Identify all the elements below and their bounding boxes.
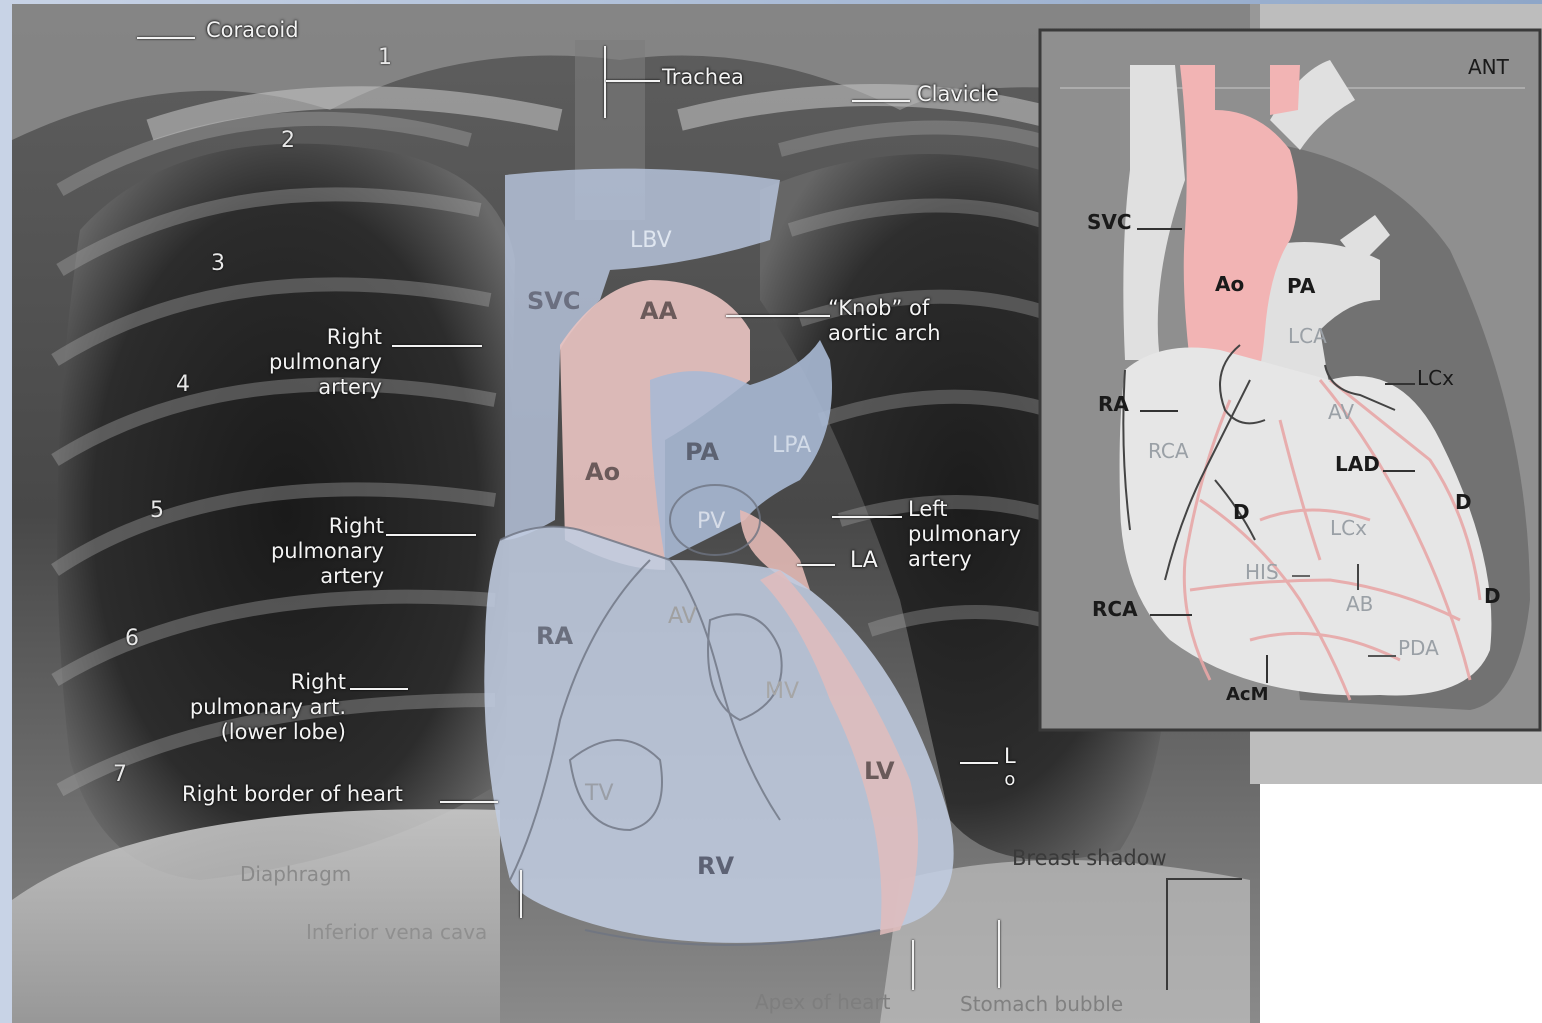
heart-label-ra: RA	[536, 622, 573, 651]
inset-d-left-label: D	[1233, 500, 1250, 524]
stomach-bubble-leader	[998, 920, 1000, 988]
rib-number-7: 7	[113, 762, 127, 788]
inset-d-right-lower-label: D	[1484, 584, 1501, 608]
inset-pda-leader	[1368, 655, 1396, 657]
inset-ab-leader	[1357, 564, 1359, 590]
breast-shadow-label: Breast shadow	[1012, 846, 1167, 871]
heart-label-pv: PV	[697, 509, 725, 535]
breast-shadow-leader-v	[1166, 878, 1168, 990]
rib-number-3: 3	[211, 251, 225, 277]
trachea-leader-v	[604, 46, 606, 118]
apex-of-heart-leader	[912, 940, 914, 990]
stomach-bubble-label: Stomach bubble	[960, 992, 1123, 1016]
inset-lad-label: LAD	[1335, 452, 1380, 476]
right-pulmonary-artery-middle-leader	[386, 534, 476, 536]
inset-d-right-upper-label: D	[1455, 490, 1472, 514]
inferior-vena-cava-leader	[520, 870, 522, 918]
rib-number-4: 4	[176, 372, 190, 398]
right-pulmonary-art-lower-leader	[350, 688, 408, 690]
lo-leader	[960, 762, 998, 764]
inset-pda-label: PDA	[1398, 636, 1439, 660]
inset-svc-label: SVC	[1087, 210, 1132, 234]
rib-number-5: 5	[150, 498, 164, 524]
heart-label-svc: SVC	[527, 287, 580, 316]
rib-number-6: 6	[125, 626, 139, 652]
knob-leader	[726, 315, 830, 317]
heart-label-ao: Ao	[585, 458, 620, 487]
heart-label-pa: PA	[685, 438, 719, 467]
inset-acm-label: AcM	[1226, 684, 1269, 706]
heart-label-aa: AA	[640, 297, 677, 326]
heart-label-tv: TV	[585, 781, 614, 807]
right-pulmonary-art-lower-label: Right pulmonary art. (lower lobe)	[150, 670, 346, 746]
left-pulmonary-artery-leader	[832, 516, 902, 518]
apex-of-heart-label: Apex of heart	[755, 990, 890, 1014]
inset-lad-leader	[1383, 470, 1415, 472]
heart-label-lv: LV	[864, 757, 895, 786]
clavicle-leader	[852, 100, 910, 102]
inset-av-label: AV	[1328, 400, 1354, 424]
inset-his-leader	[1292, 575, 1310, 577]
clavicle-label: Clavicle	[917, 82, 999, 107]
left-pulmonary-artery-label: Left pulmonary artery	[908, 497, 1021, 573]
coracoid-label: Coracoid	[206, 18, 299, 43]
right-border-of-heart-leader	[440, 801, 498, 803]
right-border-of-heart-label: Right border of heart	[182, 782, 403, 807]
inset-rca-lower-leader	[1150, 614, 1192, 616]
lo-label: L o	[1004, 744, 1016, 791]
heart-label-rv: RV	[697, 852, 734, 881]
inset-ao-label: Ao	[1215, 272, 1244, 296]
inferior-vena-cava-label: Inferior vena cava	[306, 920, 487, 944]
inset-ra-leader	[1140, 410, 1178, 412]
inset-svc-leader	[1137, 228, 1182, 230]
rib-number-1: 1	[378, 45, 392, 71]
diaphragm-label: Diaphragm	[240, 862, 351, 886]
heart-label-mv: MV	[765, 679, 799, 705]
inset-his-label: HIS	[1245, 560, 1279, 584]
coracoid-leader	[137, 37, 195, 39]
heart-label-av: AV	[668, 604, 697, 630]
knob-of-aortic-arch-label: “Knob” of aortic arch	[828, 296, 941, 346]
la-leader	[797, 564, 835, 566]
heart-label-lbv: LBV	[630, 228, 672, 254]
inset-ant-label: ANT	[1468, 55, 1509, 79]
trachea-label: Trachea	[662, 65, 744, 90]
inset-ra-label: RA	[1098, 392, 1129, 416]
inset-acm-leader	[1266, 655, 1268, 683]
inset-rca-upper-label: RCA	[1148, 439, 1189, 463]
inset-lcx-mid-label: LCx	[1330, 516, 1367, 540]
inset-ab-label: AB	[1346, 592, 1373, 616]
rib-number-2: 2	[281, 128, 295, 154]
breast-shadow-leader-h	[1166, 878, 1242, 880]
inset-lca-label: LCA	[1288, 324, 1327, 348]
inset-rca-lower-label: RCA	[1092, 597, 1138, 621]
inset-lcx-top-leader	[1385, 383, 1415, 385]
right-pulmonary-artery-upper-leader	[392, 345, 482, 347]
right-pulmonary-artery-upper-label: Right pulmonary artery	[250, 325, 382, 401]
heart-label-lpa: LPA	[772, 433, 811, 459]
trachea-leader-h	[606, 80, 660, 82]
heart-label-la: LA	[850, 548, 878, 574]
inset-pa-label: PA	[1287, 274, 1315, 298]
right-pulmonary-artery-middle-label: Right pulmonary artery	[250, 514, 384, 590]
inset-lcx-top-label: LCx	[1417, 366, 1454, 390]
